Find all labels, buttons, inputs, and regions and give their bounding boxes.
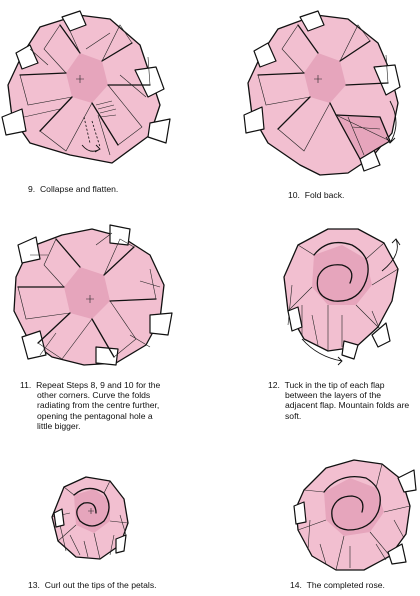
step-10-number: 10. — [288, 190, 300, 200]
step-9-diagram — [1, 10, 171, 164]
step-11-number: 11. — [20, 380, 32, 390]
step-9-caption: 9. Collapse and flatten. — [28, 184, 118, 194]
step-14-number: 14. — [290, 580, 302, 590]
step-11-caption: 11. Repeat Steps 8, 9 and 10 for the oth… — [20, 380, 160, 431]
step-13-caption: 13. Curl out the tips of the petals. — [28, 580, 157, 590]
step-12-caption: 12. Tuck in the tip of each flap between… — [268, 380, 409, 421]
step-13-diagram — [51, 476, 129, 560]
step-13-number: 13. — [28, 580, 40, 590]
step-12-diagram — [283, 228, 401, 366]
step-12-line-1: Tuck in the tip of each flap — [284, 380, 385, 390]
step-11-line-4: opening the pentagonal hole a — [37, 410, 153, 421]
step-11-line-1: Repeat Steps 8, 9 and 10 for the — [36, 380, 161, 390]
step-9-text: Collapse and flatten. — [39, 184, 119, 194]
step-11-line-2: other corners. Curve the folds — [37, 390, 151, 401]
step-13-text: Curl out the tips of the petals. — [44, 580, 157, 590]
step-10-diagram — [243, 10, 401, 176]
step-14-diagram — [293, 459, 417, 571]
step-12-line-4: soft. — [285, 410, 302, 421]
step-10-text: Fold back. — [304, 190, 345, 200]
step-12-line-2: between the layers of the — [285, 390, 382, 401]
step-11-line-3: radiating from the centre further, — [37, 400, 160, 411]
step-11-diagram — [13, 224, 173, 366]
step-12-number: 12. — [268, 380, 280, 390]
step-14-caption: 14. The completed rose. — [290, 580, 385, 590]
step-12-line-3: adjacent flap. Mountain folds are — [285, 400, 410, 411]
step-9-number: 9. — [28, 184, 36, 194]
step-10-caption: 10. Fold back. — [288, 190, 344, 200]
step-14-text: The completed rose. — [306, 580, 385, 590]
step-11-line-5: little bigger. — [37, 420, 81, 431]
